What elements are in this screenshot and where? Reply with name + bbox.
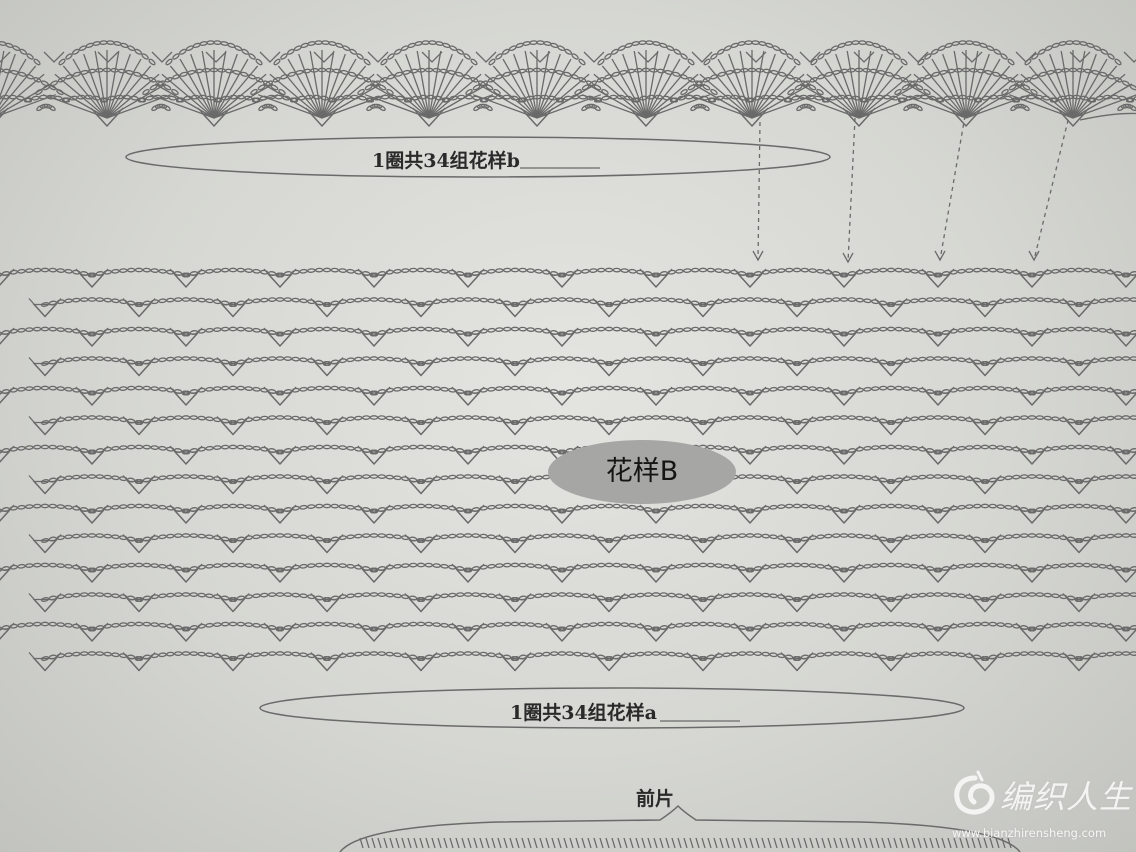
pattern-name-oval: 花样B — [548, 440, 736, 504]
watermark-logo: 编织人生 www.bianzhirensheng.com — [948, 770, 1134, 848]
section-title: 前片 — [636, 788, 675, 810]
top-round-label: 1圈共34组花样b — [372, 150, 520, 172]
bottom-round-label: 1圈共34组花样a — [510, 702, 657, 724]
watermark-site-name: 编织人生 — [1000, 778, 1133, 816]
watermark-url: www.bianzhirensheng.com — [952, 826, 1107, 840]
swirl-logo-icon — [954, 770, 995, 815]
pattern-name-label: 花样B — [605, 456, 679, 487]
chart-strokes — [0, 40, 1136, 852]
